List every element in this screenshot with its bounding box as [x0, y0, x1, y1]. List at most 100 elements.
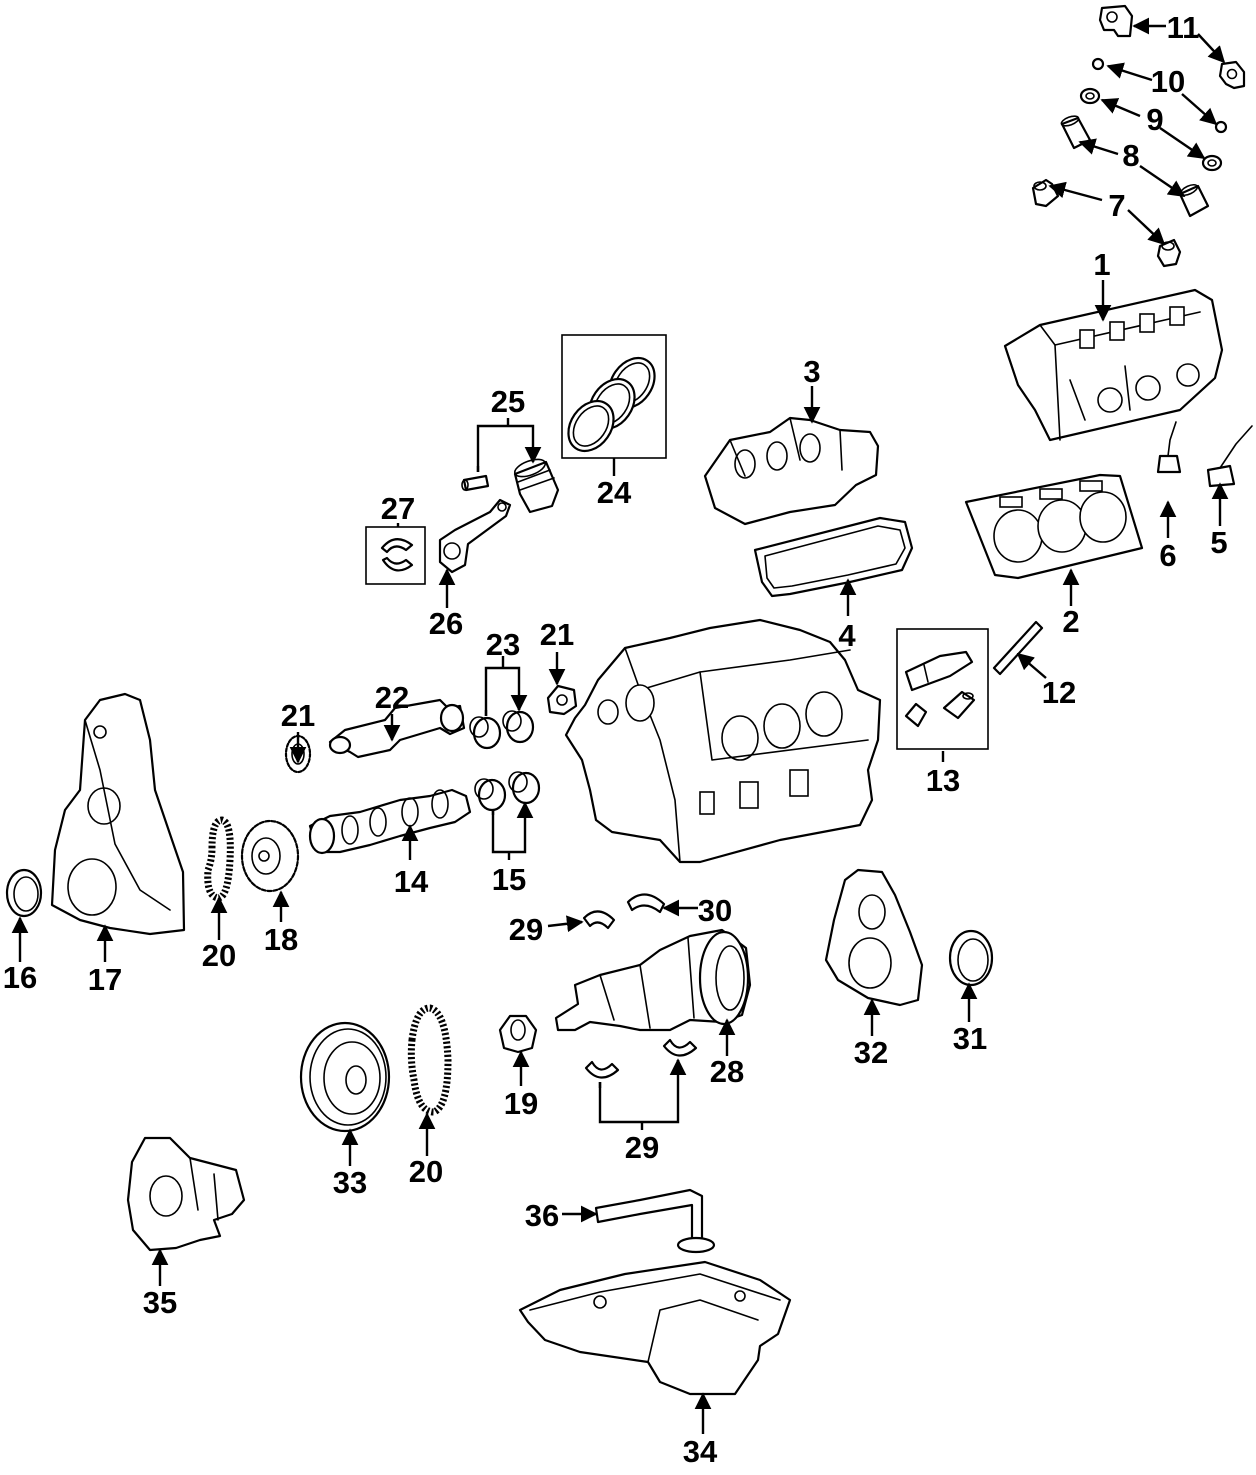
part-intake-manifold — [703, 416, 880, 526]
callout-29-lower: 29 — [625, 1130, 659, 1165]
callout-28: 28 — [710, 1054, 744, 1089]
leader-8a — [1078, 138, 1119, 156]
rod-bearing-box — [365, 526, 426, 585]
part-rocker-arm-lower — [1218, 60, 1246, 90]
part-pivot-ball-upper — [1091, 57, 1105, 71]
part-timing-chain-lower — [407, 1004, 452, 1116]
callout-9: 9 — [1146, 102, 1163, 137]
callout-2: 2 — [1062, 604, 1079, 639]
callout-25: 25 — [491, 384, 525, 419]
part-main-bearing-lower-2 — [662, 1038, 698, 1057]
callout-labels: 1 2 3 4 5 6 7 8 9 10 11 12 13 14 15 16 1… — [3, 10, 1228, 1469]
part-engine-block — [564, 618, 882, 864]
callout-32: 32 — [854, 1035, 888, 1070]
part-camshaft — [308, 788, 472, 855]
callout-11: 11 — [1167, 10, 1200, 45]
part-rod-bearing — [380, 538, 414, 572]
leader-15-arrows — [491, 803, 525, 815]
leader-11b — [1197, 33, 1226, 64]
callout-16: 16 — [3, 960, 37, 995]
callout-17: 17 — [88, 962, 122, 997]
part-phaser-solenoid — [904, 650, 974, 692]
part-main-bearing-upper — [582, 910, 616, 930]
part-rear-seal — [948, 929, 994, 987]
callout-21-left: 21 — [281, 698, 315, 733]
callout-4: 4 — [838, 618, 856, 653]
part-timing-chain-upper — [204, 816, 234, 902]
part-oil-pan — [518, 1260, 792, 1396]
part-cylinder-head — [1003, 288, 1224, 442]
part-oil-pickup-tube — [594, 1188, 716, 1254]
callout-14: 14 — [394, 864, 429, 899]
callout-7: 7 — [1108, 188, 1125, 223]
part-rear-cover — [824, 868, 924, 1007]
part-guide-lower — [1156, 238, 1182, 268]
part-front-seal — [5, 868, 43, 918]
leader-15 — [491, 803, 527, 860]
part-cam-bearing-4 — [508, 771, 541, 805]
leader-7a — [1048, 181, 1103, 202]
leader-23-arrows — [484, 704, 519, 716]
part-rocker-arm-upper — [1098, 4, 1134, 38]
part-cam-sprocket — [240, 819, 300, 893]
part-front-cover — [50, 692, 186, 936]
callout-35: 35 — [143, 1285, 177, 1320]
part-guide-upper — [1031, 178, 1060, 208]
leader-10b — [1181, 93, 1218, 126]
leader-8b — [1139, 165, 1186, 197]
callout-23: 23 — [486, 627, 520, 662]
part-main-bearing-lower-1 — [584, 1060, 620, 1079]
callout-24: 24 — [597, 475, 632, 510]
callout-18: 18 — [264, 922, 298, 957]
callout-1: 1 — [1093, 247, 1110, 282]
part-cam-bearing-3 — [474, 778, 507, 812]
callout-30: 30 — [698, 893, 732, 928]
leader-25-arrows — [476, 456, 533, 472]
callout-33: 33 — [333, 1165, 367, 1200]
part-pushrod — [992, 620, 1044, 676]
callout-26: 26 — [429, 606, 463, 641]
callout-31: 31 — [953, 1021, 987, 1056]
part-lifter-lower — [1178, 183, 1210, 218]
part-pivot-ball-lower — [1214, 120, 1228, 134]
part-solenoid-plug-left — [904, 702, 928, 728]
callout-5: 5 — [1210, 525, 1227, 560]
part-exhaust-valve — [1156, 421, 1182, 474]
callout-13: 13 — [926, 763, 960, 798]
part-cam-sensor — [546, 684, 578, 716]
part-intake-valve — [1206, 425, 1253, 488]
callout-36: 36 — [525, 1198, 559, 1233]
callout-8: 8 — [1122, 138, 1139, 173]
callout-34: 34 — [683, 1434, 718, 1469]
leader-9a — [1100, 98, 1141, 118]
part-head-gasket — [964, 473, 1144, 580]
part-harmonic-balancer — [299, 1021, 391, 1133]
part-valley-gasket — [753, 516, 914, 598]
part-crankshaft — [554, 928, 752, 1032]
callout-10: 10 — [1151, 64, 1185, 99]
leader-9b — [1159, 127, 1206, 159]
callout-27: 27 — [381, 491, 415, 526]
part-piston — [513, 458, 560, 514]
part-piston-pin — [461, 474, 490, 492]
callout-29-upper: 29 — [509, 912, 543, 947]
callout-22: 22 — [375, 680, 409, 715]
leader-lines — [11, 17, 1229, 1434]
leader-29b-arrows — [598, 1060, 678, 1088]
callout-20-upper: 20 — [202, 938, 236, 973]
part-crank-sprocket — [498, 1014, 538, 1054]
callout-15: 15 — [492, 862, 526, 897]
leader-23 — [484, 656, 521, 716]
leader-29a — [547, 915, 584, 933]
callout-21-right: 21 — [540, 617, 574, 652]
callout-20-lower: 20 — [409, 1154, 443, 1189]
part-oil-pump — [126, 1136, 246, 1252]
callout-3: 3 — [803, 354, 820, 389]
part-cam-bearing-2 — [502, 710, 535, 744]
callout-6: 6 — [1159, 538, 1176, 573]
solenoid-kit-box — [896, 628, 989, 750]
part-cam-bearing-1 — [469, 716, 502, 750]
leader-7b — [1127, 209, 1166, 246]
part-solenoid-plug-right — [942, 690, 976, 720]
